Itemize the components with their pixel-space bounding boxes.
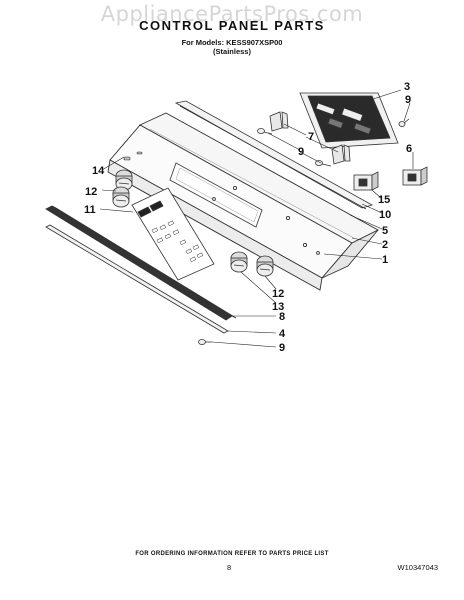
mounting-bracket-lower: [331, 144, 351, 165]
document-number: W10347043: [397, 563, 438, 572]
callout-13: 13: [272, 301, 284, 313]
callout-12-bottom: 12: [272, 288, 284, 300]
trim-strip-lower: [45, 224, 229, 334]
callout-4: 4: [279, 328, 286, 340]
touch-control-overlay: [131, 187, 215, 281]
callout-8: 8: [279, 311, 285, 323]
screw-upper-left: [257, 128, 273, 135]
electronic-control-board: [299, 92, 399, 149]
callout-6: 6: [406, 143, 412, 155]
switch-15: [353, 171, 379, 191]
leader-lines: [99, 89, 414, 348]
page-number: 8: [227, 563, 232, 572]
mounting-bracket-upper: [269, 111, 289, 132]
callout-9-right: 9: [405, 94, 411, 106]
screw-middle: [315, 160, 332, 167]
callout-15: 15: [378, 194, 390, 206]
model-info: For Models: KESS907XSP00 (Stainless): [0, 38, 464, 56]
callout-11: 11: [84, 204, 96, 216]
callout-10: 10: [379, 209, 391, 221]
callout-3: 3: [404, 81, 410, 93]
callout-9-middle: 9: [298, 146, 304, 158]
callout-9-bottom: 9: [279, 342, 285, 354]
finish-line: (Stainless): [213, 47, 251, 56]
knob-spring-clip: [123, 151, 143, 161]
page-title: CONTROL PANEL PARTS: [139, 18, 325, 33]
callout-7: 7: [308, 131, 314, 143]
rear-trim-strip: [174, 100, 374, 210]
callout-2: 2: [382, 239, 388, 251]
knob-middle-left: [112, 186, 130, 208]
watermark: AppliancePartsPros.com: [100, 2, 364, 26]
ordering-note: FOR ORDERING INFORMATION REFER TO PARTS …: [135, 551, 329, 557]
screw-bottom: [198, 339, 212, 345]
knob-lower-center: [230, 251, 248, 273]
knob-lower-right: [256, 255, 274, 277]
callout-5: 5: [382, 225, 388, 237]
screw-right: [398, 118, 410, 127]
callout-1: 1: [382, 254, 388, 266]
switch-6: [402, 166, 428, 186]
models-line: For Models: KESS907XSP00: [181, 38, 283, 47]
callout-12-left: 12: [85, 186, 97, 198]
callout-14: 14: [92, 165, 105, 177]
